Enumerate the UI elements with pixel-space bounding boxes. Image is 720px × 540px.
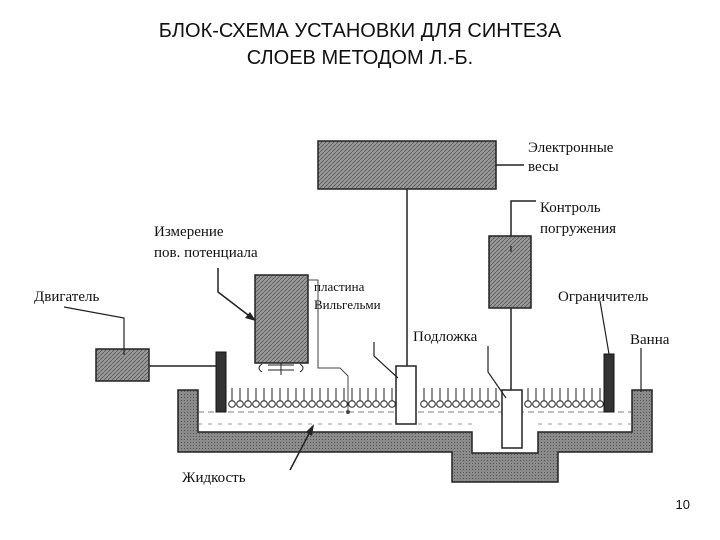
molecule-head — [548, 400, 556, 408]
molecule-head — [332, 400, 340, 408]
molecule-head — [476, 400, 484, 408]
title-line-2: СЛОЕВ МЕТОДОМ Л.-Б. — [246, 47, 474, 69]
langmuir-bath — [177, 389, 653, 483]
molecule-head — [468, 400, 476, 408]
immersion-label-1: Контроль — [540, 200, 601, 216]
molecule-head — [300, 400, 308, 408]
molecule-head — [284, 400, 292, 408]
molecule-head — [564, 400, 572, 408]
molecule-head — [292, 400, 300, 408]
liquid-label: Жидкость — [182, 470, 246, 486]
monolayer — [228, 388, 604, 408]
molecule-head — [428, 400, 436, 408]
molecule-head — [580, 400, 588, 408]
molecule-head — [380, 400, 388, 408]
wilhelmy-plate — [395, 365, 417, 425]
molecule-head — [492, 400, 500, 408]
immersion-label-2: погружения — [540, 221, 616, 237]
molecule-head — [228, 400, 236, 408]
potential-label-1: Измерение — [154, 224, 224, 240]
molecule-head — [484, 400, 492, 408]
molecule-head — [324, 400, 332, 408]
moving-barrier — [215, 351, 227, 413]
molecule-head — [452, 400, 460, 408]
molecule-head — [244, 400, 252, 408]
molecule-head — [420, 400, 428, 408]
molecule-head — [444, 400, 452, 408]
motor-label: Двигатель — [34, 289, 99, 305]
molecule-head — [276, 400, 284, 408]
title-line-1: БЛОК-СХЕМА УСТАНОВКИ ДЛЯ СИНТЕЗА — [158, 20, 562, 42]
molecule-head — [356, 400, 364, 408]
molecule-head — [572, 400, 580, 408]
molecule-head — [340, 400, 348, 408]
molecule-head — [588, 400, 596, 408]
plate-label-2: Вильгельми — [314, 297, 381, 312]
slide-title: БЛОК-СХЕМА УСТАНОВКИ ДЛЯ СИНТЕЗА СЛОЕВ М… — [0, 18, 720, 72]
motor — [63, 306, 216, 382]
substrate — [487, 346, 523, 449]
molecule-head — [236, 400, 244, 408]
molecule-head — [556, 400, 564, 408]
substrate-label: Подложка — [413, 329, 478, 345]
plate-label-1: пластина — [314, 279, 365, 294]
balance-label-1: Электронные — [528, 140, 614, 156]
balance-label-2: весы — [528, 159, 559, 175]
molecule-head — [372, 400, 380, 408]
molecule-head — [364, 400, 372, 408]
limiter — [599, 300, 615, 413]
potential-label-2: пов. потенциала — [154, 245, 258, 261]
bath-label: Ванна — [630, 332, 670, 348]
immersion-control — [488, 200, 536, 390]
page-number: 10 — [675, 497, 690, 512]
molecule-head — [524, 400, 532, 408]
molecule-head — [252, 400, 260, 408]
electronic-balance — [317, 140, 524, 366]
limiter-label: Ограничитель — [558, 289, 648, 305]
molecule-head — [532, 400, 540, 408]
surface-potential-meter — [217, 268, 350, 414]
molecule-head — [316, 400, 324, 408]
molecule-head — [268, 400, 276, 408]
molecule-head — [436, 400, 444, 408]
molecule-head — [596, 400, 604, 408]
molecule-head — [260, 400, 268, 408]
molecule-head — [308, 400, 316, 408]
molecule-head — [540, 400, 548, 408]
molecule-head — [388, 400, 396, 408]
molecule-head — [460, 400, 468, 408]
molecule-head — [348, 400, 356, 408]
